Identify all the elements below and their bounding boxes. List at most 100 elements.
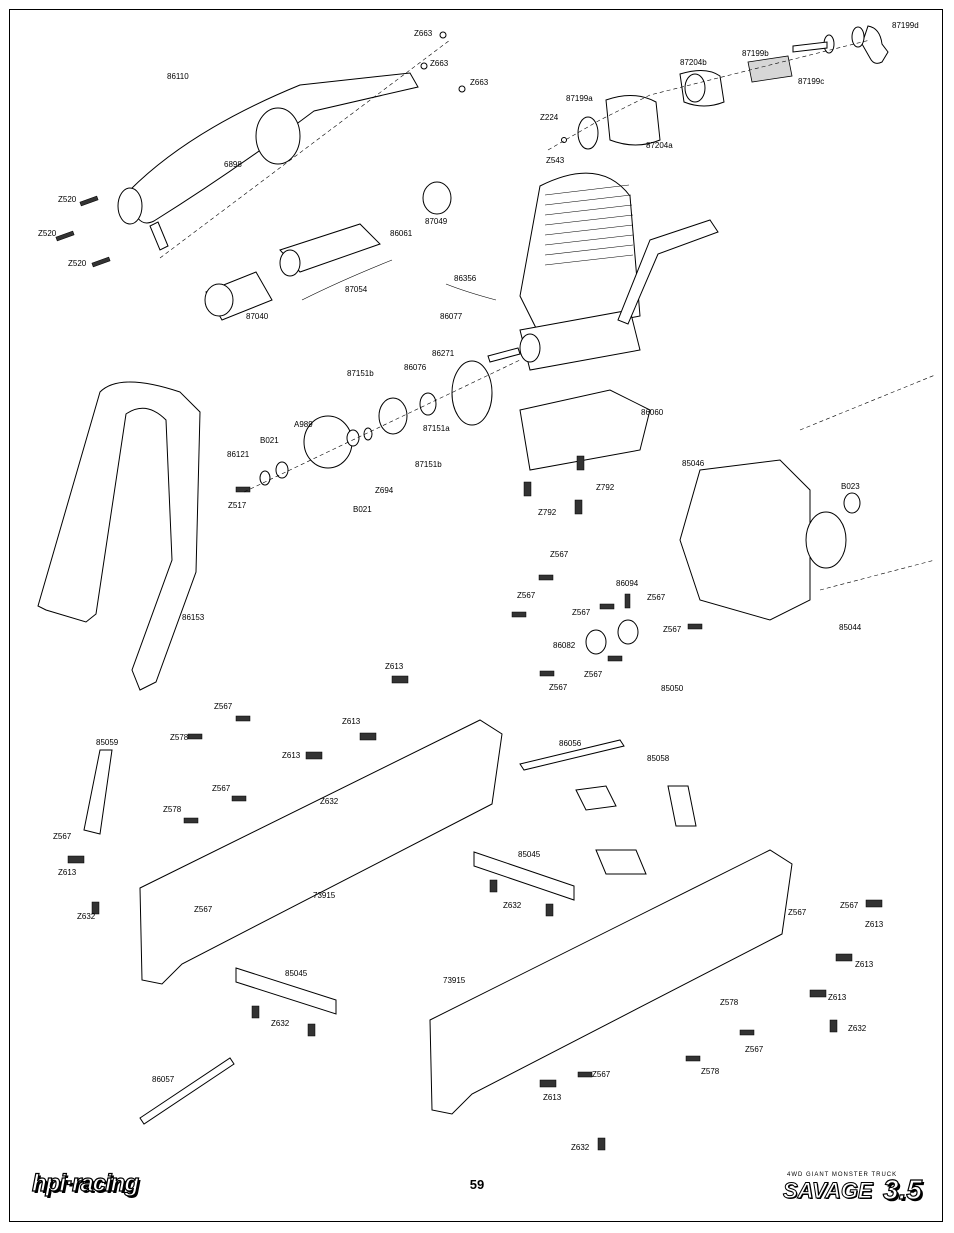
- label-Z567-3: Z567: [572, 608, 591, 617]
- part-87040-end: [204, 283, 234, 317]
- screw-Z792-c: [574, 499, 583, 515]
- savage-logo-version: 3.5: [882, 1173, 922, 1205]
- part-85045-right: [473, 851, 575, 901]
- manifold-group: [204, 181, 452, 321]
- part-86060: [519, 389, 651, 471]
- screw-Z567-t5: [539, 670, 555, 677]
- exhaust-nipple: [149, 221, 169, 251]
- screw-Z567-t4: [687, 623, 703, 630]
- screw-Z613-l2: [359, 732, 377, 741]
- label-Z694: Z694: [375, 486, 394, 495]
- label-87199b: 87199b: [742, 49, 769, 58]
- screw-Z517: [235, 486, 251, 493]
- label-87199c: 87199c: [798, 77, 824, 86]
- label-Z632-4: Z632: [848, 1024, 867, 1033]
- label-B023: B023: [841, 482, 860, 491]
- screw-Z632-l1: [91, 901, 100, 915]
- part-86056: [519, 739, 625, 771]
- part-85058-a: [575, 785, 617, 811]
- label-86356: 86356: [454, 274, 477, 283]
- exhaust-align-line: [159, 39, 451, 259]
- screw-Z567-r1: [577, 1071, 593, 1078]
- screw-Z520-c: [91, 256, 111, 268]
- transmission-outline: [799, 374, 936, 591]
- label-Z543: Z543: [546, 156, 565, 165]
- screw-Z567-t6: [607, 655, 623, 662]
- left-chassis-group: [67, 675, 503, 1037]
- engine-fins: [544, 184, 634, 266]
- screw-Z613-l1: [391, 675, 409, 684]
- clutch-group: [235, 359, 521, 493]
- label-Z520-b: Z520: [38, 229, 57, 238]
- part-Z694: [363, 427, 373, 441]
- crankshaft: [487, 347, 521, 363]
- label-86153: 86153: [182, 613, 205, 622]
- label-87151b-a: 87151b: [347, 369, 374, 378]
- label-Z567-12: Z567: [840, 901, 859, 910]
- screw-Z632-r2: [545, 903, 554, 917]
- label-86110: 86110: [167, 72, 189, 81]
- label-Z792-b: Z792: [538, 508, 557, 517]
- label-73915-a: 73915: [313, 891, 336, 900]
- screw-Z792-b: [523, 481, 532, 497]
- label-87151b-b: 87151b: [415, 460, 442, 469]
- label-Z578-2: Z578: [163, 805, 182, 814]
- label-87204b: 87204b: [680, 58, 707, 67]
- label-85059: 85059: [96, 738, 119, 747]
- label-Z613-2: Z613: [342, 717, 361, 726]
- label-Z567-13: Z567: [788, 908, 807, 917]
- screw-Z613-r2: [835, 953, 853, 962]
- engine-group: [445, 172, 719, 371]
- label-Z613-6: Z613: [855, 960, 874, 969]
- part-87204b-end: [684, 73, 706, 103]
- screw-Z632-r4: [597, 1137, 606, 1151]
- label-Z613-1: Z613: [385, 662, 404, 671]
- label-87199d: 87199d: [892, 21, 919, 30]
- label-85058: 85058: [647, 754, 670, 763]
- label-Z613-7: Z613: [828, 993, 847, 1002]
- savage-logo-tagline: 4WD GIANT MONSTER TRUCK: [787, 1172, 898, 1178]
- screw-Z613-r1: [865, 899, 883, 908]
- alignment-line: [547, 39, 871, 151]
- label-85044: 85044: [839, 623, 862, 632]
- label-Z567-15: Z567: [592, 1070, 611, 1079]
- label-B021-a: B021: [260, 436, 279, 445]
- part-87199a-disc: [577, 116, 599, 150]
- label-Z663-b: Z663: [430, 59, 449, 68]
- label-Z567-7: Z567: [549, 683, 568, 692]
- label-87204a: 87204a: [646, 141, 673, 150]
- screw-Z567-l2: [231, 795, 247, 802]
- label-85046: 85046: [682, 459, 705, 468]
- label-86057: 86057: [152, 1075, 175, 1084]
- part-labels: 87199d 87199b 87199c 87204b 87199a 87204…: [38, 21, 919, 1152]
- part-73915-left: [139, 719, 503, 985]
- part-87151a: [378, 397, 408, 435]
- part-86094: [624, 593, 631, 609]
- part-85045-left: [235, 967, 337, 1015]
- part-85044: [805, 511, 847, 569]
- part-85046-gearbox: [679, 459, 811, 621]
- label-Z792-a: Z792: [596, 483, 615, 492]
- label-87199a: 87199a: [566, 94, 593, 103]
- screw-Z520-b: [55, 230, 75, 242]
- label-Z567-9: Z567: [212, 784, 231, 793]
- clutch-align-line: [243, 359, 521, 493]
- part-87054-spring: [301, 259, 393, 301]
- part-87199d: [861, 25, 889, 64]
- page-number: 59: [469, 1177, 485, 1192]
- label-86271: 86271: [432, 349, 455, 358]
- screw-Z578-l1: [187, 733, 203, 740]
- label-Z663-c: Z663: [470, 78, 489, 87]
- screw-Z613-l3: [305, 751, 323, 760]
- screw-Z567-t3: [599, 603, 615, 610]
- part-85050: [617, 619, 639, 645]
- label-Z578-1: Z578: [170, 733, 189, 742]
- part-B021-a: [346, 429, 360, 447]
- part-86121: [259, 470, 271, 486]
- label-87054: 87054: [345, 285, 368, 294]
- label-86121: 86121: [227, 450, 250, 459]
- right-chassis-group: [139, 739, 883, 1151]
- label-Z613-4: Z613: [58, 868, 77, 877]
- screw-Z567-t1: [538, 574, 554, 581]
- part-87199b-spring: [747, 55, 793, 83]
